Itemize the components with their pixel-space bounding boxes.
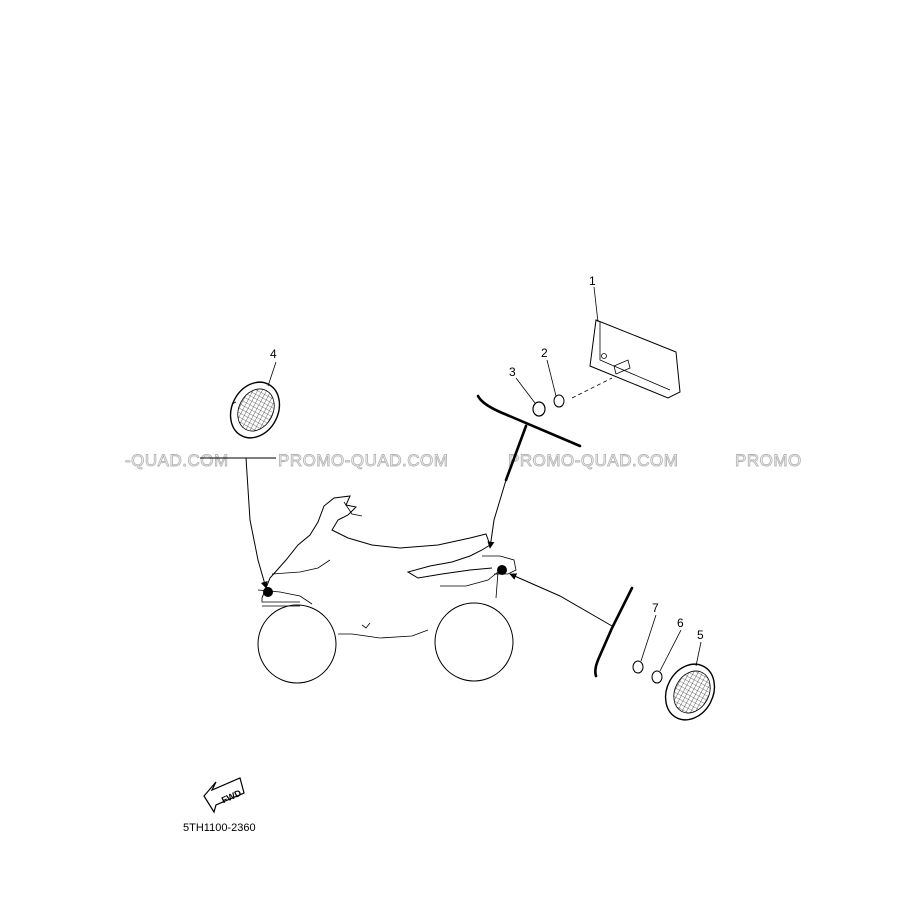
- footwell: [338, 629, 429, 639]
- leader-2: [546, 359, 557, 397]
- leader-5: [695, 641, 702, 667]
- nut-7: [632, 660, 644, 674]
- leader-3: [515, 377, 536, 404]
- watermark-text: PROMO-QUAD.COM: [278, 451, 448, 470]
- watermark-text: PROMO-QUAD.COM: [508, 451, 678, 470]
- callout-2: 2: [541, 346, 548, 360]
- washer-6: [651, 670, 663, 684]
- footwell-detail: [361, 622, 371, 629]
- lower-reflector-part: [632, 660, 716, 721]
- fwd-indicator: FWD: [203, 777, 245, 814]
- leader-7: [640, 614, 657, 662]
- atv-outline: [257, 495, 517, 684]
- callouts: 1 2 3 4 5 6 7: [270, 274, 704, 642]
- rear-rack: [482, 555, 517, 575]
- rear-bracket-stem: [504, 424, 528, 482]
- reflector-stud: [231, 401, 237, 405]
- leader-lines: [267, 286, 702, 672]
- front-arrow: [245, 457, 268, 589]
- front-reflector-part: [229, 381, 281, 439]
- leader-1: [593, 286, 599, 323]
- reflector-lens: [237, 388, 275, 432]
- washer-2: [553, 394, 565, 408]
- callout-5: 5: [697, 628, 704, 642]
- reflector-hole: [601, 353, 607, 359]
- watermark-text: -QUAD.COM: [125, 451, 229, 470]
- callout-7: 7: [652, 601, 659, 615]
- rear-arrow: [487, 479, 507, 549]
- front-reflector-mount: [263, 587, 273, 597]
- callout-6: 6: [677, 616, 684, 630]
- watermark: -QUAD.COM PROMO-QUAD.COM PROMO-QUAD.COM …: [125, 451, 802, 471]
- leader-6: [659, 629, 682, 672]
- rear-fender: [440, 571, 499, 599]
- leader-4: [267, 361, 277, 387]
- rear-wheel: [434, 602, 514, 682]
- nut-3: [532, 401, 546, 417]
- rear-reflector-mount: [497, 565, 507, 575]
- front-wheel: [257, 604, 337, 684]
- callout-3: 3: [509, 365, 516, 379]
- callout-4: 4: [270, 347, 277, 361]
- reflector-body: [589, 319, 681, 399]
- rear-bracket: [476, 394, 582, 448]
- atv-body-outline: [261, 495, 493, 599]
- lower-bracket: [594, 586, 634, 678]
- diagram-code: 5TH1100-2360: [183, 822, 256, 834]
- fwd-arrow-icon: [203, 777, 245, 814]
- callout-1: 1: [589, 274, 596, 288]
- threaded-stud: [613, 359, 631, 375]
- assembly-lines: [200, 394, 634, 678]
- handlebar: [343, 501, 363, 517]
- lower-arrow: [509, 573, 613, 627]
- reflector-edge: [599, 322, 671, 391]
- reflector-lens: [673, 670, 711, 714]
- stud-guide-line: [571, 377, 613, 399]
- rear-reflector-part: [532, 319, 681, 417]
- front-bumper: [261, 598, 300, 603]
- front-fender: [271, 559, 331, 575]
- watermark-text: PROMO: [735, 451, 802, 470]
